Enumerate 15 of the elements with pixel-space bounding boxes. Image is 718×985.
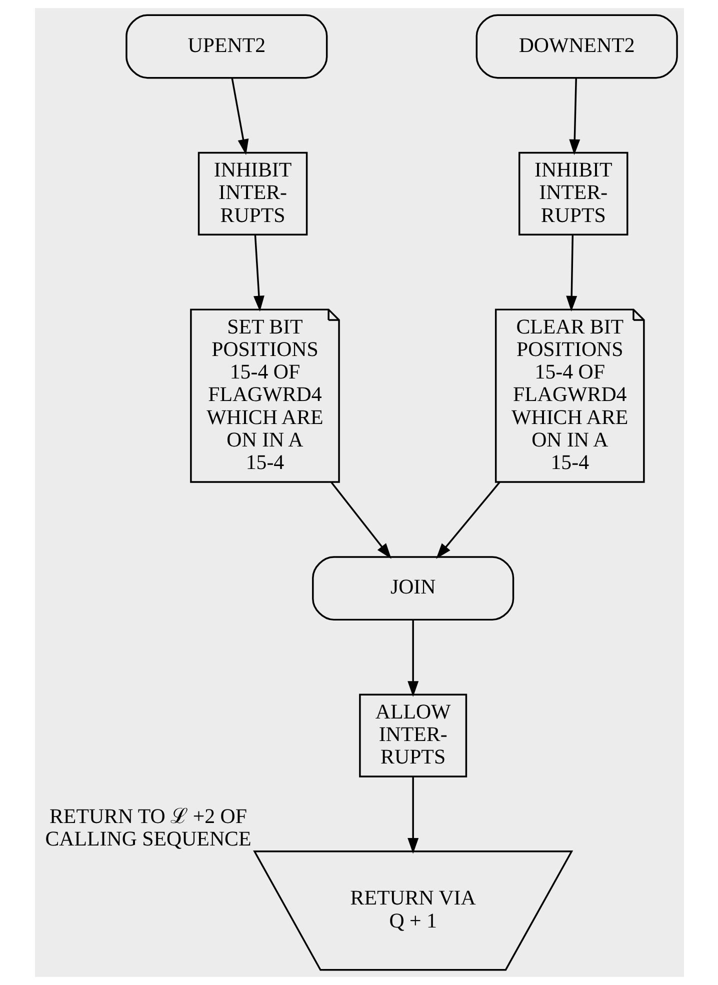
arrow	[566, 234, 577, 312]
node-box: JOIN	[312, 556, 514, 621]
arrow	[407, 620, 418, 697]
node-label: RETURN TO ℒ +2 OF CALLING SEQUENCE	[44, 804, 251, 850]
arrow	[407, 777, 418, 854]
arrow	[568, 78, 580, 156]
arrow	[436, 482, 500, 559]
node-box: INHIBIT INTER- RUPTS	[197, 152, 308, 236]
node-box: ALLOW INTER- RUPTS	[358, 694, 467, 778]
arrow	[330, 482, 391, 559]
arrow	[252, 234, 264, 312]
arrow	[230, 78, 248, 155]
node-box: DOWNENT2	[475, 14, 678, 79]
node-box: INHIBIT INTER- RUPTS	[518, 152, 628, 236]
node-box: UPENT2	[125, 14, 328, 79]
